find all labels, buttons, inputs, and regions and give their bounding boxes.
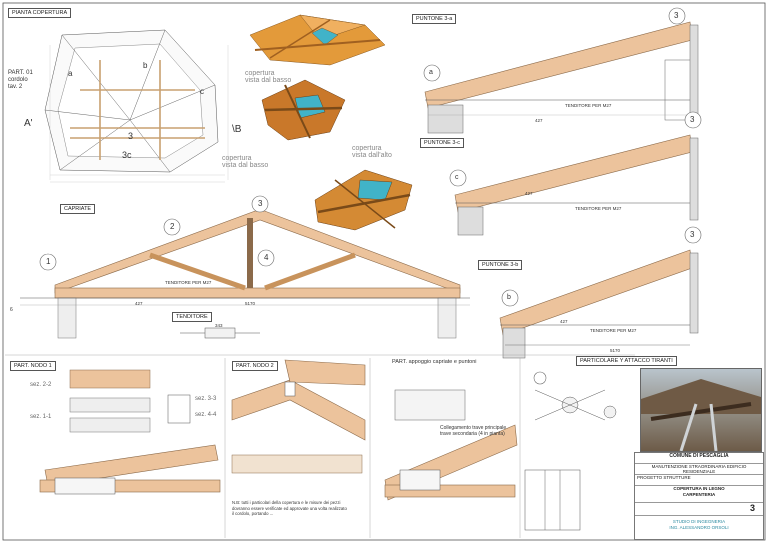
nodo2-note: N.B: tutti i particolari della copertura… xyxy=(232,500,347,516)
puntone-3b-num: 3 xyxy=(690,230,695,239)
puntone-3c-title: PUNTONE 3-c xyxy=(420,138,464,148)
tenditore-detail xyxy=(180,327,260,339)
tiranti-title: PARTICOLARE Y ATTACCO TIRANTI xyxy=(576,356,677,366)
tb-studio: STUDIO DI INGEGNERIA ING. ALESSANDRO ORS… xyxy=(669,519,729,530)
truss-node-4: 4 xyxy=(264,253,269,262)
section-marker-b: \B xyxy=(232,124,242,135)
tenditore-title: TENDITORE xyxy=(172,312,212,322)
nodo2-title: PART. NODO 2 xyxy=(232,361,278,371)
site-photo xyxy=(640,368,762,452)
truss-tie-label: TENDITORE PER M27 xyxy=(165,280,212,285)
iso-view-top xyxy=(249,14,386,66)
puntone-3b-tie: TENDITORE PER M27 xyxy=(590,328,637,333)
tb-oggetto: MANUTENZIONE STRAORDINARIA EDIFICIO RESI… xyxy=(635,464,763,475)
puntone-3a-num: 3 xyxy=(674,11,679,20)
puntone-3c-tie: TENDITORE PER M27 xyxy=(575,206,622,211)
puntone-3a-drawing xyxy=(424,21,699,134)
roof-plan xyxy=(44,29,229,183)
puntone-3b-drawing xyxy=(499,249,699,359)
truss-node-2: 2 xyxy=(170,222,175,231)
roof-plan-title: PIANTA COPERTURA xyxy=(8,8,72,18)
title-block: COMUNE DI PESCAGLIA MANUTENZIONE STRAORD… xyxy=(634,452,764,540)
nodo1-sec-3: sez. 3-3 xyxy=(195,396,217,402)
puntone-3b-circle: b xyxy=(507,294,511,301)
truss-title: CAPRIATE xyxy=(60,204,96,214)
puntone-3a-dim: 427 xyxy=(535,118,543,123)
puntone-3b-title: PUNTONE 3-b xyxy=(478,260,523,270)
nodo1-sec-2: sez. 2-2 xyxy=(30,382,52,388)
iso-caption-3: copertura vista dall'alto xyxy=(352,145,392,159)
puntone-3c-num: 3 xyxy=(690,115,695,124)
nodo1-sec-4: sez. 4-4 xyxy=(195,412,217,418)
puntone-3c-drawing xyxy=(454,134,699,236)
truss-node-1: 1 xyxy=(46,257,51,266)
iso-view-bottom xyxy=(314,169,413,231)
appoggi-sub: Collegamento trave principale trave seco… xyxy=(440,425,507,437)
tb-comune: COMUNE DI PESCAGLIA xyxy=(635,453,763,464)
plan-label-a: a xyxy=(68,69,73,78)
truss-span: 6 xyxy=(10,307,13,313)
tb-tavola-title: COPERTURA IN LEGNO CARPENTERIA xyxy=(635,486,763,503)
appoggi-drawing xyxy=(384,389,581,531)
truss-node-3: 3 xyxy=(258,199,263,208)
nodo2-drawing xyxy=(231,359,366,474)
plan-label-c: c xyxy=(200,87,204,96)
plan-label-b: b xyxy=(143,61,148,70)
iso-view-middle xyxy=(261,79,346,141)
tb-tav-num: 3 xyxy=(635,503,763,516)
section-marker-a: A' xyxy=(24,118,33,129)
puntone-3a-tie: TENDITORE PER M27 xyxy=(565,103,612,108)
puntone-3b-dim: 427 xyxy=(560,319,568,324)
puntone-3b-total: 5170 xyxy=(610,348,621,353)
tiranti-drawing xyxy=(534,389,617,421)
nodo1-drawing xyxy=(39,369,221,495)
truss-dim-total: 5170 xyxy=(245,301,256,306)
iso-caption-1: copertura vista dal basso xyxy=(245,70,292,84)
puntone-3a-title: PUNTONE 3-a xyxy=(412,14,457,24)
site-photo-graphic xyxy=(641,379,761,451)
appoggi-title: PART. appoggio capriate e puntoni xyxy=(392,359,477,365)
puntone-3c-dim: 427 xyxy=(525,191,533,196)
iso-caption-2: copertura vista dal basso xyxy=(222,155,269,169)
tb-progetto: PROGETTO STRUTTURE xyxy=(635,475,763,486)
roof-plan-part-label: PART. 01 cordolo tav. 2 xyxy=(8,70,33,90)
truss-drawing xyxy=(20,209,470,339)
puntone-3a-circle: a xyxy=(429,69,433,76)
plan-label-3c: 3c xyxy=(122,150,132,160)
truss-dim-left: 427 xyxy=(135,301,143,306)
puntone-3c-circle: c xyxy=(455,174,459,181)
plan-label-3: 3 xyxy=(128,131,134,141)
nodo1-sec-1: sez. 1-1 xyxy=(30,414,52,420)
nodo1-title: PART. NODO 1 xyxy=(10,361,56,371)
tenditore-dim: 343 xyxy=(215,323,223,328)
